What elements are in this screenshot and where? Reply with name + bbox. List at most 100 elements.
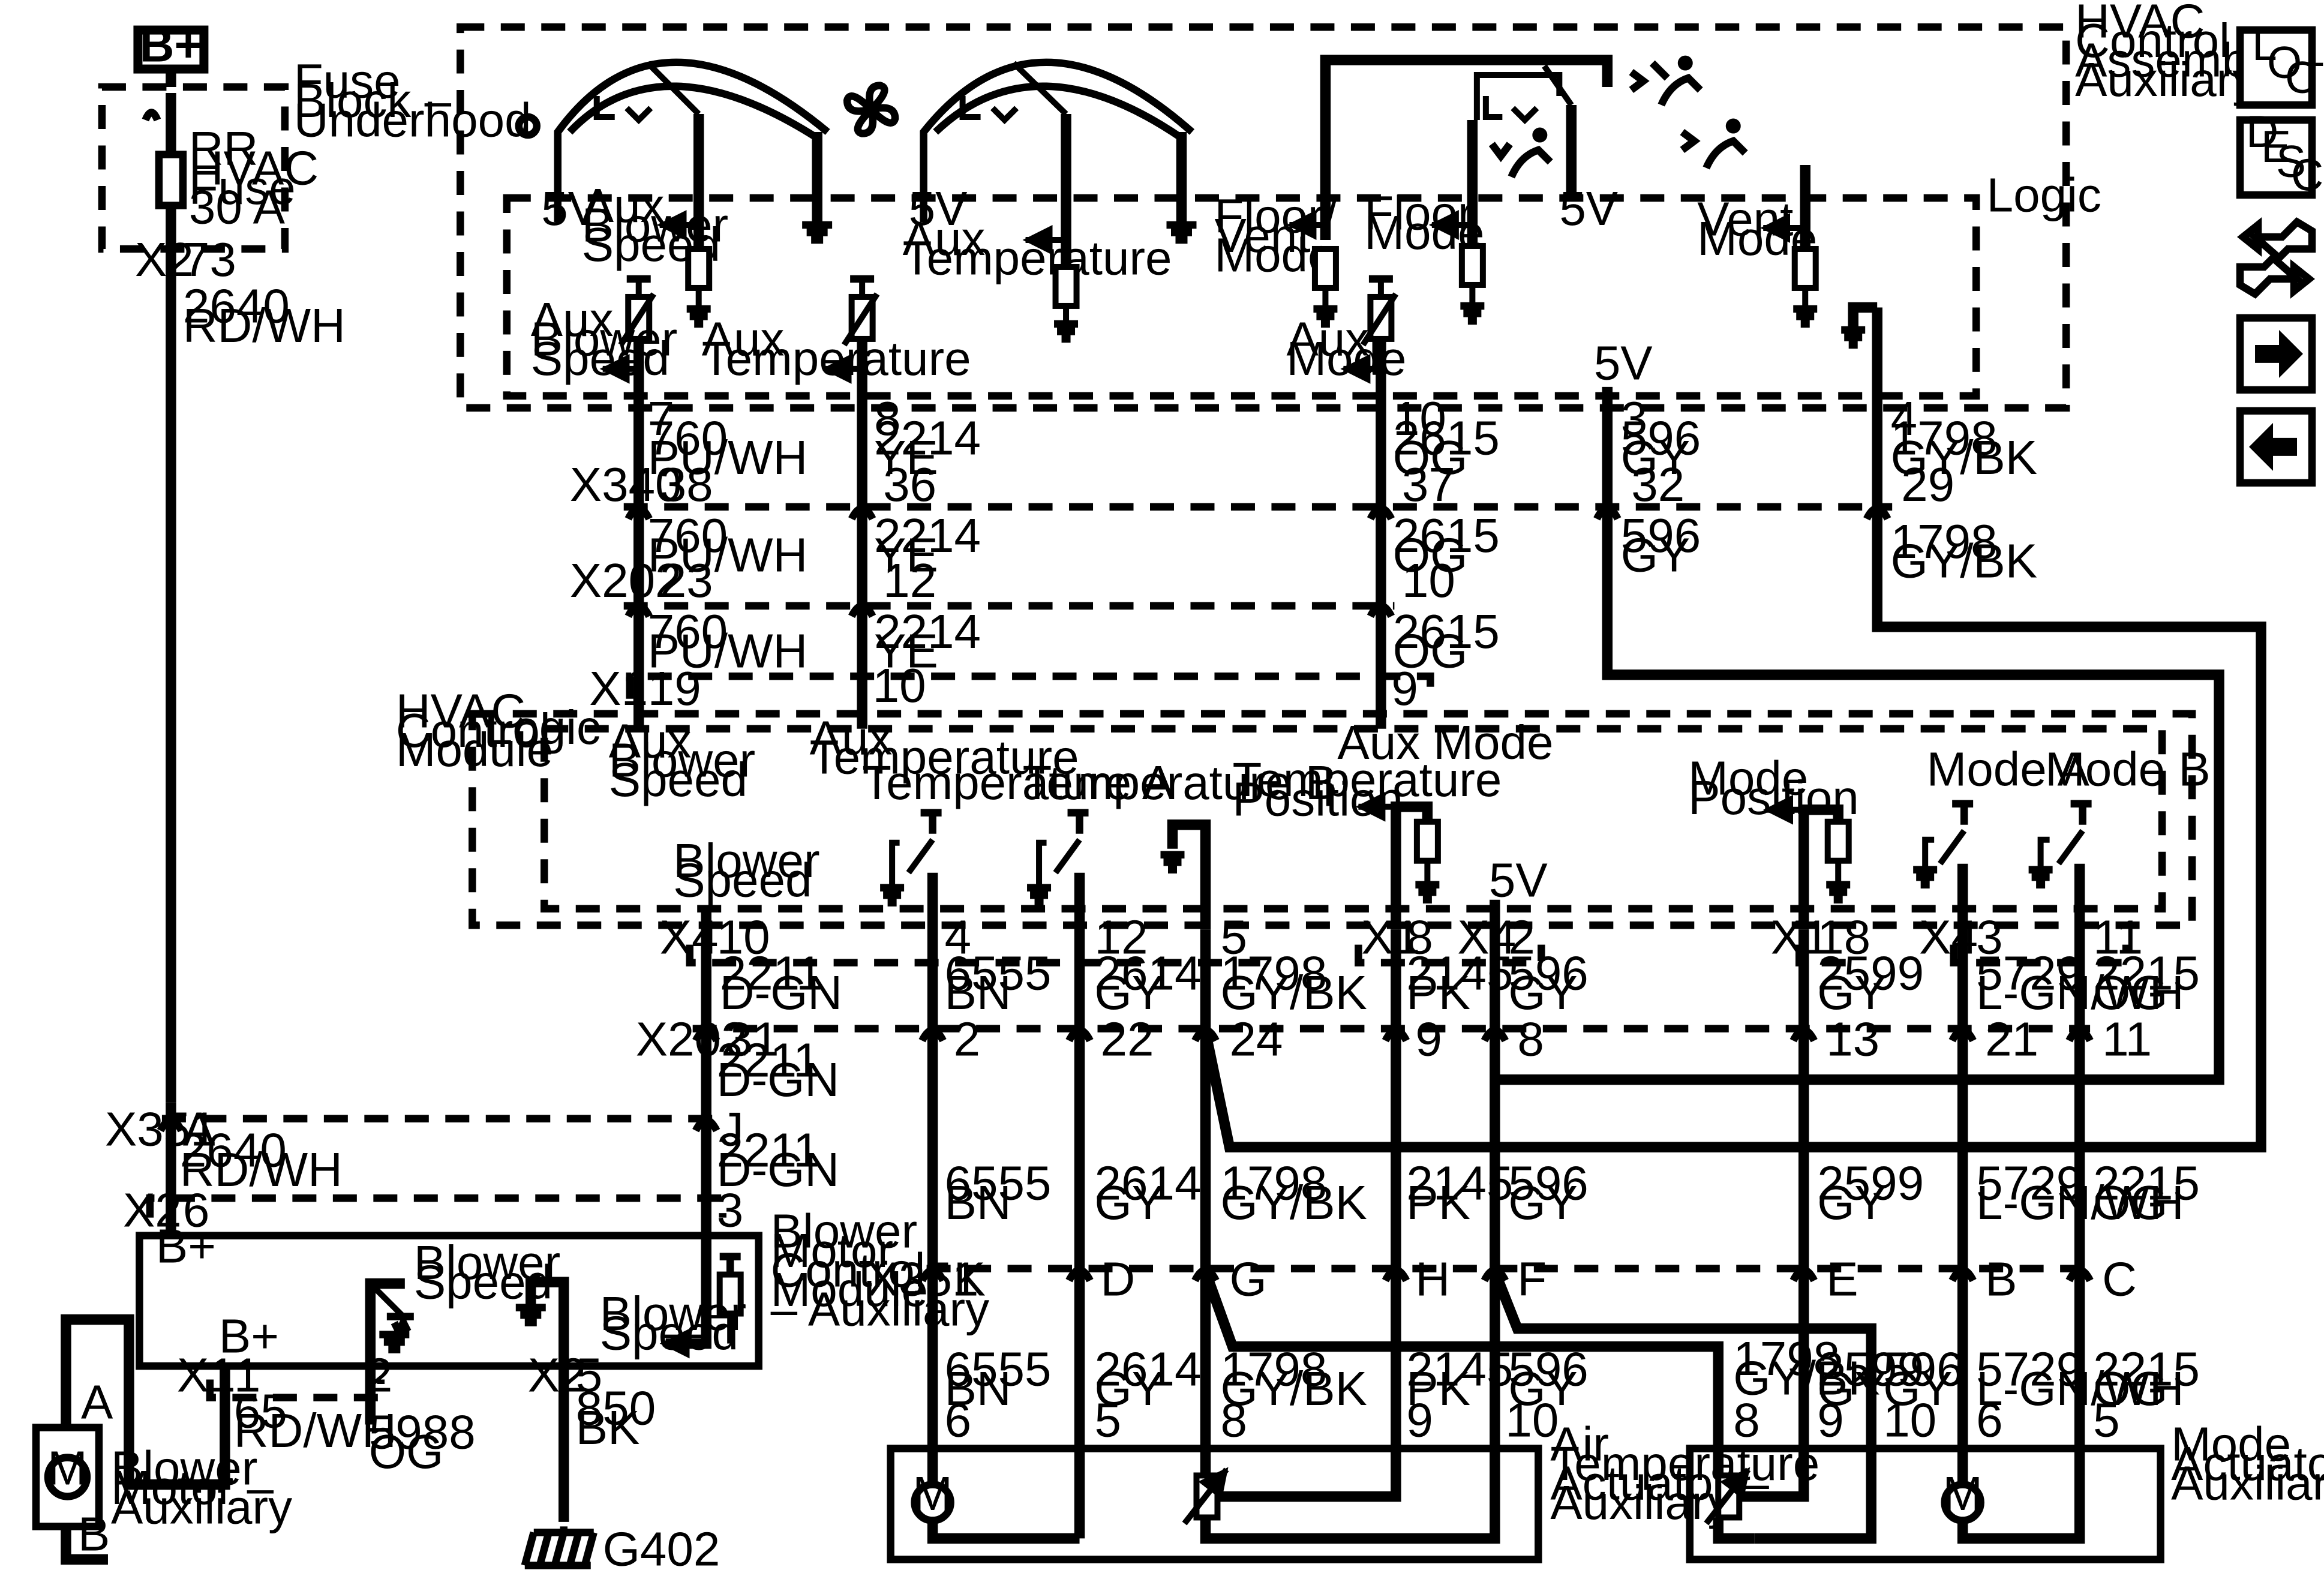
x340-wire-2214: 2214YE: [874, 509, 981, 581]
next-button[interactable]: [2236, 314, 2316, 394]
x202-upper-label: X202: [570, 554, 682, 607]
assembly-aux-blower-speed-lower: AuxBlowerSpeed: [531, 293, 677, 385]
x202-wire-2615: 2615OG: [1393, 605, 1500, 677]
module-x4-right-label: X4: [1919, 911, 1978, 964]
chassis-ground-icon: [521, 1529, 597, 1569]
svg-text:S: S: [2276, 136, 2306, 187]
mode-a-switch-icon: [1913, 800, 1974, 888]
x202-wire-2214: 2214YE: [874, 605, 981, 677]
blower-switch-icon: [593, 96, 653, 125]
module-logic-label: Logic: [486, 701, 600, 754]
module-mode-a: Mode A: [1927, 743, 2090, 796]
module-aux-mode: Aux Mode: [1337, 716, 1553, 769]
loc-button[interactable]: L O C: [2236, 19, 2317, 109]
bmcm-blower-speed-lower: BlowerSpeed: [600, 1287, 746, 1359]
act-wire-6555: 6555BN: [945, 1342, 1052, 1415]
svg-text:10: 10: [1505, 1393, 1559, 1446]
bmcm-blower-speed-upper: BlowerSpeed: [414, 1236, 560, 1308]
assembly-pin-3: 3596GY: [1621, 392, 1701, 484]
module-temperature-position: TemperaturePosition: [1232, 753, 1502, 825]
bmcm-bplus-label: B+: [156, 1220, 216, 1273]
module-wire-1798: 1798GY/BK: [1220, 947, 1367, 1019]
mid-wire-2215: 2215OG: [2093, 1157, 2200, 1229]
fuse-block-outline: [98, 83, 289, 253]
svg-text:O: O: [2267, 37, 2302, 88]
svg-text:8: 8: [1517, 1013, 1544, 1066]
hvac-control-module-outline: [469, 710, 2196, 929]
fuse-x2-pin: 73: [183, 233, 236, 286]
svg-text:6: 6: [1976, 1393, 2002, 1446]
ground-icon: [1054, 320, 1079, 343]
svg-text:B: B: [1985, 1253, 2017, 1306]
svg-text:8: 8: [1733, 1393, 1759, 1446]
blower-arc: [554, 58, 830, 222]
mode-wire-596: 596GY: [1883, 1342, 1963, 1415]
x202-wire-2211: 2211D-GN: [717, 1034, 839, 1106]
fan-icon: [843, 82, 899, 137]
svg-text:29: 29: [1901, 458, 1954, 511]
mode-5v-label: 5V: [1559, 182, 1618, 235]
bmcm-x2-bottom-label: X2: [528, 1348, 587, 1401]
ground-icon: [379, 1331, 410, 1353]
module-wire-596: 596GY: [1508, 947, 1588, 1019]
fuse-block-label: FuseBlock –Underhood: [294, 55, 532, 147]
module-wire-2215: 2215OG: [2093, 947, 2200, 1019]
floor-airflow-icon: [1488, 127, 1553, 179]
module-wire-2614: 2614GY: [1095, 947, 1202, 1019]
svg-text:2: 2: [1508, 911, 1535, 964]
svg-text:F: F: [1517, 1253, 1547, 1306]
svg-text:10: 10: [717, 911, 770, 964]
desc-button[interactable]: D E S C: [2236, 106, 2323, 200]
power-source: B+: [133, 19, 209, 74]
previous-button[interactable]: [2236, 407, 2316, 487]
temperature-switch-icon: [959, 96, 1019, 125]
svg-text:J: J: [720, 1103, 744, 1156]
temperature-a-switch-icon: [880, 809, 942, 906]
svg-text:4: 4: [945, 911, 971, 964]
svg-text:9: 9: [1391, 662, 1418, 715]
bmcm-bplus-inner: B+: [219, 1310, 279, 1363]
mid-wire-2614: 2614GY: [1095, 1157, 1202, 1229]
assembly-5v-out: 5V: [1594, 336, 1653, 389]
svg-text:6: 6: [945, 1393, 971, 1446]
ground-icon: [1460, 302, 1485, 325]
mode-b-switch-icon: [2028, 800, 2092, 888]
svg-text:12: 12: [883, 554, 936, 607]
svg-text:8: 8: [1220, 1393, 1247, 1446]
ground-icon: [1166, 221, 1197, 244]
svg-text:2: 2: [366, 1348, 392, 1401]
x202-lower-label: X202: [636, 1013, 748, 1066]
svg-text:D: D: [2246, 106, 2278, 157]
mode-actuator-label: ModeActuator –Auxiliary: [2171, 1417, 2324, 1509]
connector-view-button[interactable]: [2236, 217, 2316, 299]
svg-text:E: E: [2261, 121, 2291, 172]
ground-g402-label: G402: [603, 1522, 720, 1573]
svg-text:3: 3: [1976, 911, 2002, 964]
svg-text:H: H: [1415, 1253, 1450, 1306]
svg-text:10: 10: [873, 659, 926, 712]
x340-label: X340: [570, 458, 682, 511]
svg-text:10: 10: [1402, 554, 1455, 607]
x351-wire-2211: 2211D-GN: [717, 1124, 839, 1196]
ground-icon: [686, 305, 711, 328]
svg-text:8: 8: [1406, 911, 1433, 964]
svg-text:12: 12: [1095, 911, 1148, 964]
svg-text:19: 19: [648, 662, 701, 715]
air-temperature-actuator-label: AirTemperatureActuator –Auxiliary: [1550, 1417, 1819, 1529]
assembly-aux-temperature-lower: AuxTemperature: [702, 312, 971, 385]
mid-wire-2145: 2145PK: [1406, 1157, 1513, 1229]
act-wire-2145: 2145PK: [1406, 1342, 1513, 1415]
fuse-icon: [155, 151, 187, 209]
module-5v-label: 5V: [1489, 854, 1548, 907]
mode-wire-5729: 5729L-GN/WH: [1976, 1342, 2184, 1415]
act-wire-2614: 2614GY: [1095, 1342, 1202, 1415]
bmcm-wire-65: 65RD/WH: [234, 1384, 397, 1457]
module-x1-top-label: X1: [589, 662, 648, 715]
assembly-logic-outline: [503, 194, 1980, 400]
svg-text:32: 32: [1631, 458, 1685, 511]
svg-text:G: G: [1229, 1253, 1266, 1306]
svg-text:K: K: [954, 1253, 986, 1306]
mid-wire-2599: 2599GY: [1817, 1157, 1924, 1229]
x340-wire-596: 596GY: [1621, 509, 1701, 581]
